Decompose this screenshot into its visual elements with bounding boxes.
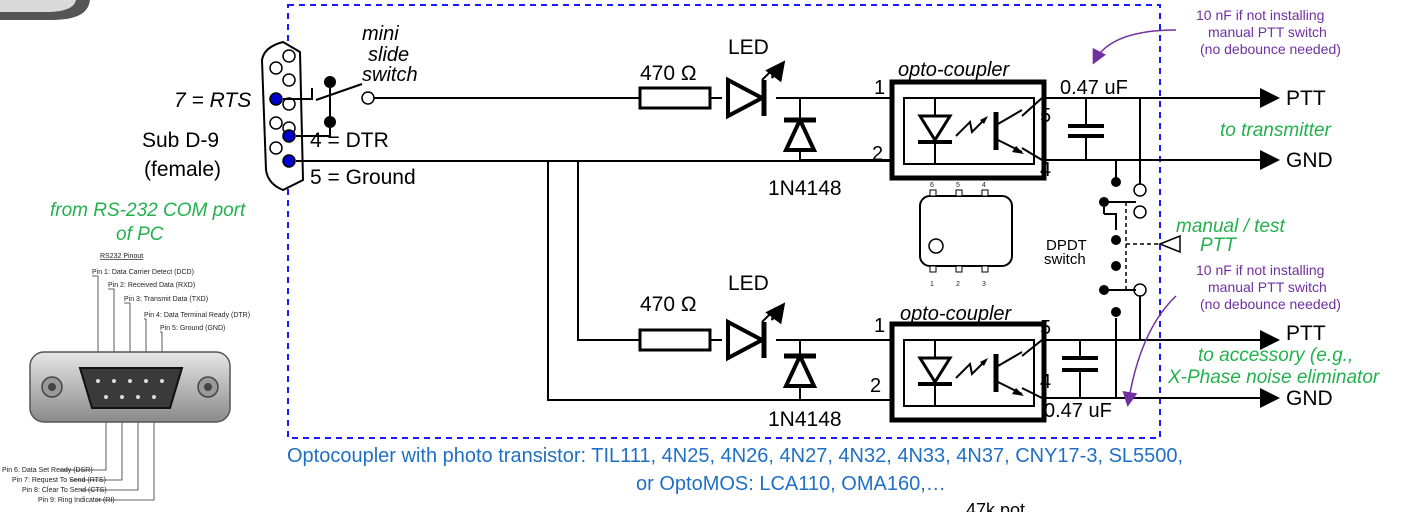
pinout-pin7: Pin 7: Request To Send (RTS): [12, 477, 106, 484]
lower-pin5: 5: [1040, 317, 1051, 339]
db9-connector: [260, 40, 305, 192]
lower-note-line1: 10 nF if not installing: [1196, 262, 1324, 278]
source-label-line2: of PC: [116, 224, 164, 245]
db9-pin7-label: 7 = RTS: [174, 89, 251, 112]
upper-diode: [782, 115, 818, 152]
ic-pin-2: 2: [956, 281, 960, 288]
ic-pin-1: 1: [930, 281, 934, 288]
lower-note-arrow: [1122, 295, 1177, 407]
lower-capacitor: [1062, 356, 1098, 372]
lower-ptt-label: PTT: [1286, 322, 1326, 345]
upper-diode-label: 1N4148: [768, 177, 842, 200]
upper-pin5: 5: [1040, 105, 1051, 127]
lower-led: [726, 302, 786, 362]
switch-label-line2: slide: [368, 44, 409, 66]
db9-label-line2: (female): [144, 158, 221, 181]
footer-cutoff-text: 47k pot: [966, 500, 1025, 512]
upper-pin1: 1: [874, 77, 885, 99]
ic-pin-6: 6: [930, 182, 934, 189]
upper-note-line2: manual PTT switch: [1208, 24, 1327, 40]
upper-cap-label: 0.47 uF: [1060, 77, 1128, 99]
pinout-pin9: Pin 9: Ring Indicator (RI): [38, 497, 115, 504]
upper-pin4: 4: [1040, 159, 1051, 181]
upper-led-label: LED: [728, 36, 769, 59]
lower-coupler-label: opto-coupler: [900, 303, 1013, 325]
lower-note-line3: (no debounce needed): [1200, 296, 1341, 312]
mini-slide-switch: [283, 76, 375, 137]
upper-capacitor: [1068, 124, 1104, 138]
upper-channel-wiring: [296, 97, 1240, 401]
upper-destination-label: to transmitter: [1220, 120, 1332, 141]
dpdt-label-line1: DPDT: [1046, 237, 1087, 254]
footer-line2: or OptoMOS: LCA110, OMA160,…: [636, 473, 946, 495]
lower-resistor-label: 470 Ω: [640, 293, 697, 316]
upper-ptt-label: PTT: [1286, 87, 1326, 110]
connector-photo-fragment: [0, 0, 90, 20]
ic-pin-5: 5: [956, 182, 960, 189]
ic-package: [919, 189, 1013, 273]
pinout-pin8: Pin 8: Clear To Send (CTS): [22, 487, 107, 494]
lower-pin1: 1: [874, 315, 885, 337]
upper-resistor: [638, 86, 712, 110]
manual-ptt-label-line2: PTT: [1200, 235, 1237, 256]
pinout-pin4: Pin 4: Data Terminal Ready (DTR): [144, 312, 250, 319]
pinout-pin2: Pin 2: Received Data (RXD): [108, 282, 195, 289]
lower-pin4: 4: [1040, 371, 1051, 393]
pinout-title: RS232 Pinout: [100, 253, 143, 260]
upper-gnd-label: GND: [1286, 149, 1333, 172]
pinout-pin3: Pin 3: Transmit Data (TXD): [124, 296, 208, 303]
lower-cap-label: 0.47 uF: [1044, 400, 1112, 422]
lower-diode: [782, 351, 818, 388]
lower-destination-line1: to accessory (e.g.,: [1198, 345, 1353, 366]
footer-line1: Optocoupler with photo transistor: TIL11…: [287, 445, 1183, 467]
upper-opto-coupler: [889, 79, 1047, 181]
lower-diode-label: 1N4148: [768, 408, 842, 431]
db9-pin4: [282, 129, 296, 143]
db9-label-line1: Sub D-9: [142, 129, 219, 152]
ic-pin-4: 4: [982, 182, 986, 189]
db9-pin5: [282, 154, 296, 168]
switch-label-line3: switch: [362, 64, 418, 86]
upper-led: [726, 60, 786, 120]
pinout-pin1: Pin 1: Data Carrier Detect (DCD): [92, 269, 194, 276]
db9-pin4-label: 4 = DTR: [310, 129, 389, 152]
lower-pin2: 2: [870, 375, 881, 397]
enclosure-boundary: [287, 4, 1161, 439]
source-label-line1: from RS-232 COM port: [50, 200, 246, 221]
dpdt-label-line2: switch: [1044, 251, 1086, 268]
lower-note-line2: manual PTT switch: [1208, 279, 1327, 295]
pinout-pin5: Pin 5: Ground (GND): [160, 325, 225, 332]
manual-ptt-label-line1: manual / test: [1176, 216, 1285, 237]
lower-destination-line2: X-Phase noise eliminator: [1167, 367, 1380, 388]
upper-note-arrow: [1092, 29, 1177, 65]
upper-coupler-label: opto-coupler: [898, 59, 1011, 81]
db9-pin7: [269, 92, 283, 106]
db9-pin5-label: 5 = Ground: [310, 166, 416, 189]
lower-resistor: [638, 328, 712, 352]
dpdt-switch: [1099, 177, 1181, 317]
ic-pin-3: 3: [982, 281, 986, 288]
upper-note-line1: 10 nF if not installing: [1196, 7, 1324, 23]
upper-resistor-label: 470 Ω: [640, 62, 697, 85]
lower-gnd-label: GND: [1286, 387, 1333, 410]
pinout-pin6: Pin 6: Data Set Ready (DSR): [2, 467, 93, 474]
upper-pin2: 2: [872, 143, 883, 165]
upper-note-line3: (no debounce needed): [1200, 41, 1341, 57]
lower-led-label: LED: [728, 272, 769, 295]
lower-opto-coupler: [889, 321, 1047, 423]
switch-label-line1: mini: [362, 23, 399, 45]
rs232-pinout-inset: RS232 Pinout Pin 1: Data Carrier Detect …: [2, 253, 250, 504]
